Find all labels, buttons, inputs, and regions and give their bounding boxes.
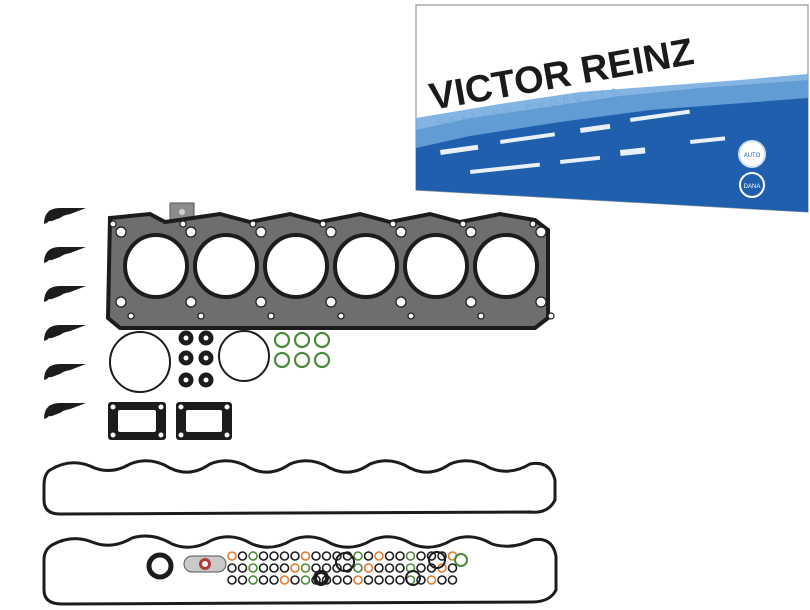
svg-text:AUTO: AUTO — [744, 153, 761, 159]
victor-reinz-box: VICTOR REINZ SEALING PRODUCTS AUTO DANA — [415, 4, 809, 213]
cylinder-head-gasket — [105, 202, 555, 330]
exhaust-gasket — [44, 286, 99, 312]
svg-text:DANA: DANA — [744, 184, 761, 190]
middle-seals — [108, 330, 331, 440]
turbo-gasket — [176, 402, 232, 440]
large-o-ring — [109, 331, 171, 393]
exhaust-gaskets — [44, 208, 99, 429]
cylinder-bore — [123, 233, 189, 299]
cylinder-bore — [403, 233, 469, 299]
valve-cover-gasket-lower — [42, 534, 558, 606]
exhaust-gasket — [44, 208, 99, 234]
auto-seal-icon: AUTO — [738, 140, 766, 168]
cylinder-bore — [333, 233, 399, 299]
turbo-gasket — [108, 402, 166, 440]
cylinder-bore — [263, 233, 329, 299]
exhaust-gasket — [44, 364, 99, 390]
red-stem-seal — [183, 555, 227, 573]
exhaust-gasket — [44, 247, 99, 273]
large-o-ring — [218, 330, 270, 382]
cylinder-bore — [193, 233, 259, 299]
valve-cover-gasket-upper — [42, 459, 557, 516]
cylinder-bore — [473, 233, 539, 299]
exhaust-gasket — [44, 325, 99, 351]
small-seals-kit — [146, 551, 468, 586]
dana-seal-icon: DANA — [739, 172, 765, 198]
exhaust-gasket — [44, 403, 99, 429]
